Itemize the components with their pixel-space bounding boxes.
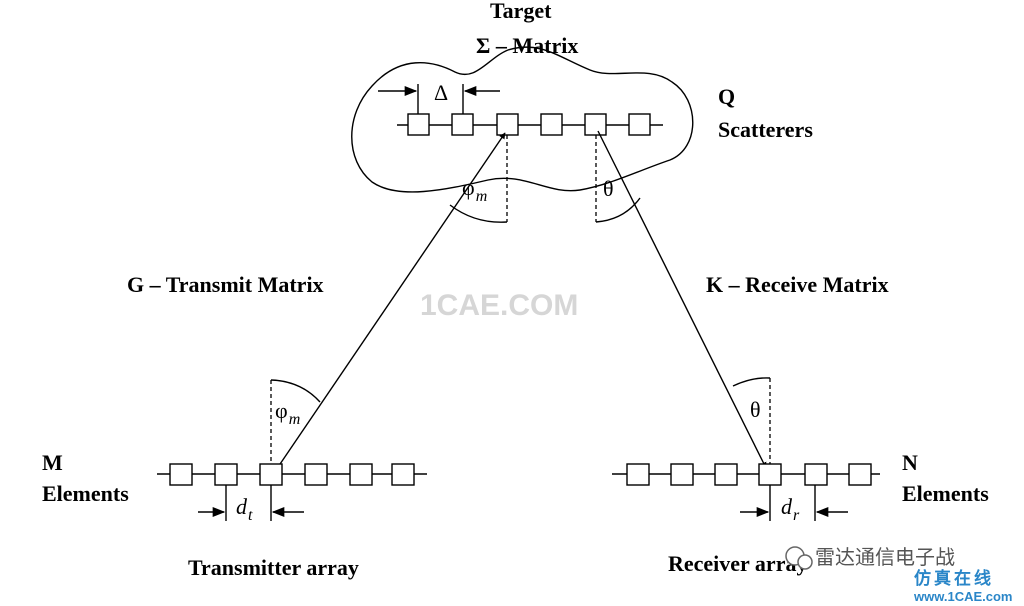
wechat-account: 雷达通信电子战 bbox=[815, 545, 955, 569]
theta-label-receiver: θ bbox=[750, 397, 761, 422]
transmit-elements-label: Elements bbox=[42, 481, 129, 506]
receive-ray bbox=[597, 130, 767, 469]
receive-element bbox=[670, 463, 694, 486]
theta-arc-receiver bbox=[732, 377, 771, 387]
scatterer bbox=[540, 113, 563, 136]
scatterer bbox=[584, 113, 607, 136]
transmit-matrix-label: G – Transmit Matrix bbox=[127, 272, 324, 297]
theta-label-target: θ bbox=[603, 176, 614, 201]
brand-watermark: 仿真在线 bbox=[914, 568, 994, 589]
transmit-element bbox=[259, 463, 283, 486]
phi-label-transmitter: φm bbox=[275, 398, 300, 428]
phi-arc-target bbox=[449, 204, 508, 223]
wechat-watermark: 雷达通信电子战 bbox=[785, 545, 955, 570]
receive-element bbox=[848, 463, 872, 486]
receiver-array-label: Receiver array bbox=[668, 551, 807, 576]
receive-matrix-label: K – Receive Matrix bbox=[706, 272, 889, 297]
dr-label: dr bbox=[781, 494, 800, 524]
receive-elements-label: Elements bbox=[902, 481, 989, 506]
transmit-element bbox=[169, 463, 193, 486]
phi-arc-transmitter bbox=[270, 379, 321, 403]
sigma-matrix-label: Σ – Matrix bbox=[476, 33, 578, 58]
transmit-element bbox=[391, 463, 415, 486]
target-title: Target bbox=[490, 0, 552, 23]
receive-element bbox=[804, 463, 828, 486]
scatterer bbox=[451, 113, 474, 136]
target-outline bbox=[351, 46, 694, 193]
transmit-element bbox=[214, 463, 238, 486]
n-label: N bbox=[902, 450, 918, 475]
scatterer bbox=[628, 113, 651, 136]
q-label: Q bbox=[718, 84, 735, 109]
scatterers-label: Scatterers bbox=[718, 117, 813, 142]
transmitter-elements bbox=[169, 463, 415, 486]
transmit-element bbox=[304, 463, 328, 486]
receive-element bbox=[714, 463, 738, 486]
receiver-elements bbox=[626, 463, 872, 486]
transmit-element bbox=[349, 463, 373, 486]
watermark-site: 1CAE.COM bbox=[420, 289, 578, 322]
dt-label: dt bbox=[236, 494, 253, 524]
wechat-icon-small bbox=[797, 554, 813, 570]
theta-arc-target bbox=[595, 197, 641, 223]
scatterer-elements bbox=[407, 113, 651, 136]
m-label: M bbox=[42, 450, 63, 475]
url-watermark: www.1CAE.com bbox=[913, 589, 1012, 604]
transmit-ray bbox=[275, 132, 506, 471]
transmitter-array-label: Transmitter array bbox=[188, 555, 359, 580]
delta-label: Δ bbox=[434, 80, 448, 105]
scatterer bbox=[496, 113, 519, 136]
scatterer bbox=[407, 113, 430, 136]
receive-element bbox=[758, 463, 782, 486]
receive-element bbox=[626, 463, 650, 486]
